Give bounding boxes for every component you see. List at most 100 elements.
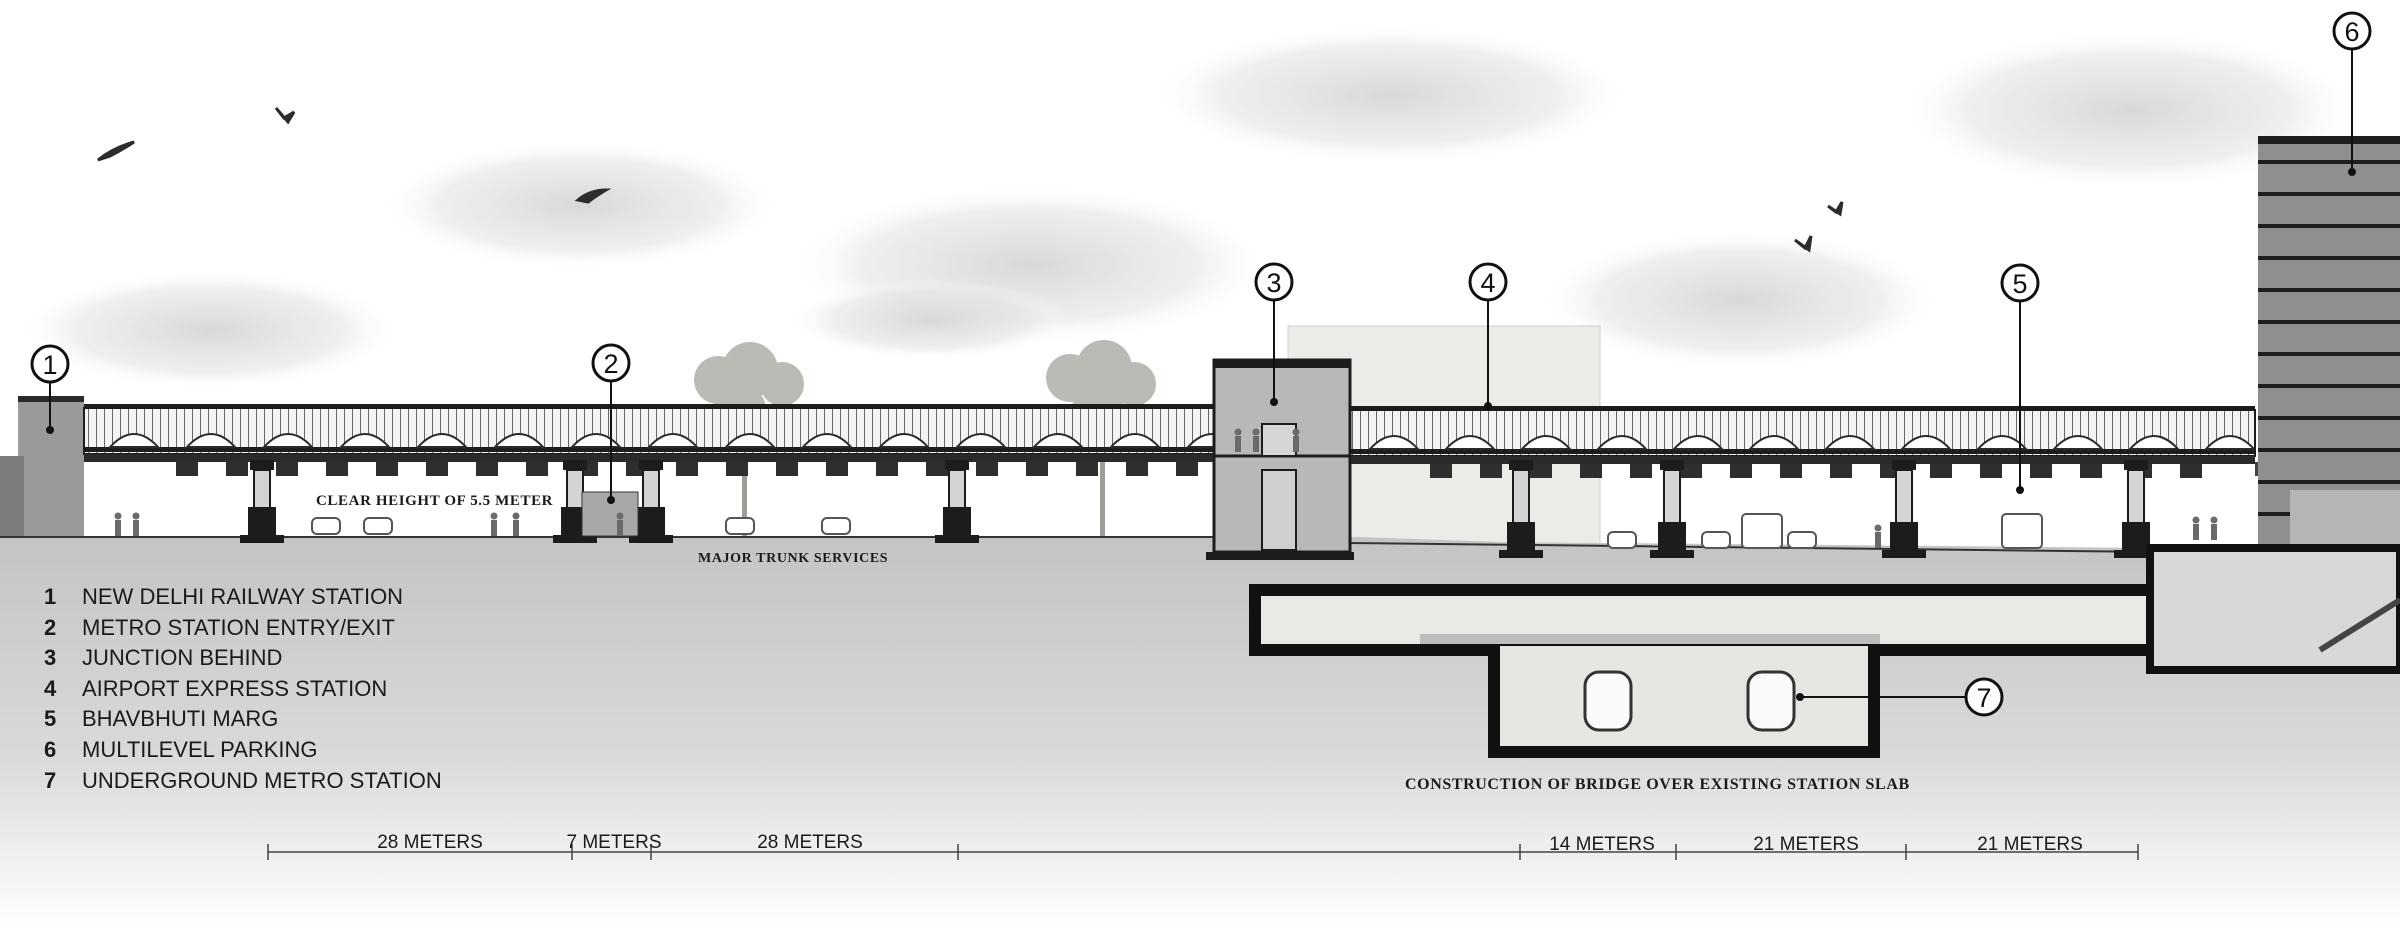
arch-window: [1899, 435, 1953, 450]
marker-7: 7: [1964, 677, 2004, 717]
legend-number: 5: [44, 706, 57, 732]
deck-beam: [926, 462, 948, 476]
car-icon: [311, 517, 341, 535]
arch-window: [1031, 433, 1085, 448]
arch-window: [2203, 435, 2257, 450]
deck-beam: [1076, 462, 1098, 476]
marker-6-label: 6: [2344, 17, 2359, 47]
car-icon: [1607, 531, 1637, 549]
deck-beam: [2080, 464, 2102, 478]
deck-beam: [326, 462, 348, 476]
person-figure: [616, 512, 624, 536]
railway-station-block: [0, 396, 84, 536]
deck-beam: [526, 462, 548, 476]
legend-text: UNDERGROUND METRO STATION: [82, 767, 442, 793]
car-icon: [363, 517, 393, 535]
deck-beam: [1026, 462, 1048, 476]
marker-5-label: 5: [2012, 269, 2027, 299]
person-figure: [1234, 428, 1242, 452]
bridge-construction-note: CONSTRUCTION OF BRIDGE OVER EXISTING STA…: [1405, 776, 1910, 793]
pier: [629, 460, 673, 543]
person-figure: [1292, 428, 1300, 452]
leader-dots: [46, 168, 2356, 701]
bus-icon: [2001, 513, 2043, 549]
dimension-label: 14 METERS: [1549, 834, 1655, 855]
dimension-label: 21 METERS: [1753, 834, 1859, 855]
deck-beam: [1930, 464, 1952, 478]
marker-1: 1: [30, 344, 70, 384]
arch-window: [2127, 435, 2181, 450]
arch-window: [1595, 435, 1649, 450]
deck-beam: [276, 462, 298, 476]
deck-beam: [1480, 464, 1502, 478]
deck-beam: [1176, 462, 1198, 476]
marker-2-label: 2: [603, 349, 618, 379]
person-figure: [1874, 524, 1882, 548]
leader-lines: [49, 50, 2353, 698]
deck-beams: [176, 462, 2202, 478]
legend-item: 7 UNDERGROUND METRO STATION: [44, 766, 442, 797]
car-icon: [725, 517, 755, 535]
dimension-label: 21 METERS: [1977, 834, 2083, 855]
deck-beam: [676, 462, 698, 476]
person-figure: [2210, 516, 2218, 540]
deck-beam: [2030, 464, 2052, 478]
piers: [240, 460, 2158, 558]
person-figure: [2192, 516, 2200, 540]
legend-text: NEW DELHI RAILWAY STATION: [82, 584, 404, 609]
marker-4: 4: [1468, 262, 1508, 302]
people-vehicles: [114, 428, 2218, 549]
pier: [1499, 460, 1543, 558]
marker-6: 6: [2332, 11, 2372, 51]
marker-2: 2: [591, 343, 631, 383]
arch-window: [723, 433, 777, 448]
trunk-services-note: MAJOR TRUNK SERVICES: [698, 551, 888, 566]
person-figure: [1252, 428, 1260, 452]
deck-beam: [426, 462, 448, 476]
deck-beam: [1530, 464, 1552, 478]
arch-window: [1975, 435, 2029, 450]
car-icon: [1787, 531, 1817, 549]
arch-window: [646, 433, 700, 448]
arch-window: [954, 433, 1008, 448]
deck-beam: [1680, 464, 1702, 478]
junction-tower: [1206, 358, 1354, 560]
deck-beam: [1580, 464, 1602, 478]
pier: [2114, 460, 2158, 558]
arch-window: [2051, 435, 2105, 450]
legend-number: 3: [44, 645, 57, 671]
deck-beam: [1126, 462, 1148, 476]
underground-station: [1249, 544, 2400, 758]
deck-beam: [176, 462, 198, 476]
person-figure: [114, 512, 122, 536]
deck-beam: [1630, 464, 1652, 478]
dimension-label: 7 METERS: [566, 832, 661, 853]
legend-text: BHAVBHUTI MARG: [82, 706, 279, 732]
deck-beam: [876, 462, 898, 476]
legend-number: 6: [44, 736, 57, 762]
legend-text: MULTILEVEL PARKING: [82, 736, 318, 762]
deck-beam: [1830, 464, 1852, 478]
legend-number: 7: [44, 767, 57, 793]
deck-beam: [1780, 464, 1802, 478]
arch-window: [1671, 435, 1725, 450]
legend-item: 5 BHAVBHUTI MARG: [44, 704, 442, 735]
bus-icon: [1741, 513, 1783, 549]
marker-1-label: 1: [42, 350, 57, 380]
marker-layer: 1 2 3 4 5 6 7: [30, 11, 2372, 717]
arch-window: [569, 433, 623, 448]
arch-window: [800, 433, 854, 448]
person-figure: [132, 512, 140, 536]
arch-window: [107, 433, 161, 448]
car-icon: [1701, 531, 1731, 549]
deck-beam: [726, 462, 748, 476]
deck-beam: [1430, 464, 1452, 478]
clouds: [20, 25, 2360, 390]
